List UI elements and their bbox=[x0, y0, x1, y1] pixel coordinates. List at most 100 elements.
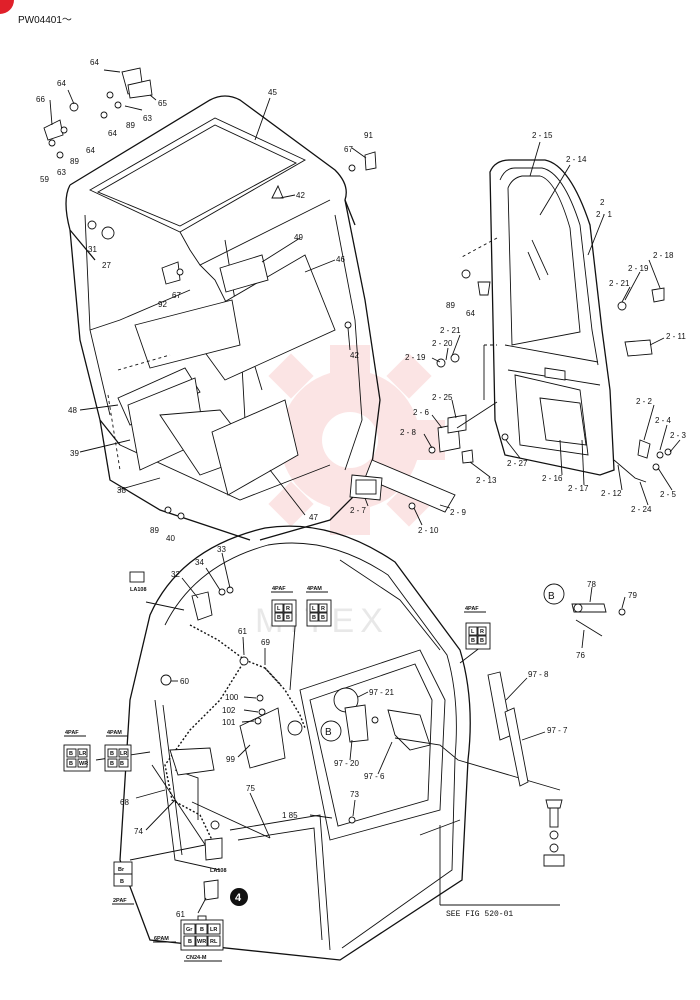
svg-text:B: B bbox=[110, 751, 114, 757]
svg-text:R: R bbox=[480, 629, 484, 635]
marker-b-circle bbox=[320, 720, 342, 742]
svg-text:R: R bbox=[286, 606, 290, 612]
callout-68: 68 bbox=[120, 798, 129, 807]
callout-2-20: 2 - 20 bbox=[432, 339, 453, 348]
panel-49 bbox=[219, 254, 269, 293]
callout-2: 2 bbox=[600, 198, 605, 207]
callout-75: 75 bbox=[246, 784, 255, 793]
svg-text:WR: WR bbox=[79, 761, 88, 767]
callout-64: 64 bbox=[108, 129, 117, 138]
svg-text:B: B bbox=[471, 638, 475, 644]
svg-text:Gr: Gr bbox=[186, 927, 193, 933]
connector-4pam-2: 4PAM B LR B B bbox=[104, 730, 132, 772]
callout-76: 76 bbox=[576, 651, 585, 660]
callout-185: 1 85 bbox=[282, 811, 298, 820]
callout-39: 39 bbox=[70, 449, 79, 458]
detail-b: B bbox=[543, 583, 626, 637]
panel-back bbox=[134, 299, 241, 369]
callout-2-12: 2 - 12 bbox=[601, 489, 622, 498]
callout-63: 63 bbox=[57, 168, 66, 177]
callout-89: 89 bbox=[70, 157, 79, 166]
callout-2-21: 2 - 21 bbox=[440, 326, 461, 335]
callout-97-6: 97 - 6 bbox=[364, 772, 385, 781]
callout-97-7: 97 - 7 bbox=[547, 726, 568, 735]
svg-text:4PAF: 4PAF bbox=[65, 730, 79, 736]
callout-79: 79 bbox=[628, 591, 637, 600]
callout-31: 31 bbox=[88, 245, 97, 254]
callout-97-8: 97 - 8 bbox=[528, 670, 549, 679]
svg-text:B: B bbox=[321, 615, 325, 621]
callout-46: 46 bbox=[336, 255, 345, 264]
connector-2paf: Br B 2PAF bbox=[112, 861, 134, 905]
bolt-stack bbox=[543, 799, 565, 867]
callout-2-4: 2 - 4 bbox=[655, 416, 672, 425]
svg-text:B: B bbox=[312, 615, 316, 621]
svg-text:B: B bbox=[286, 615, 290, 621]
svg-text:L: L bbox=[312, 606, 316, 612]
see-fig-note: SEE FIG 520-01 bbox=[446, 910, 513, 919]
callout-89: 89 bbox=[150, 526, 159, 535]
callout-63: 63 bbox=[143, 114, 152, 123]
callout-33: 33 bbox=[217, 545, 226, 554]
callout-2-2: 2 - 2 bbox=[636, 397, 653, 406]
callout-2-24: 2 - 24 bbox=[631, 505, 652, 514]
callout-2-8: 2 - 8 bbox=[400, 428, 417, 437]
callout-2-21: 2 - 21 bbox=[609, 279, 630, 288]
leaders-door bbox=[364, 141, 681, 526]
callout-2-18: 2 - 18 bbox=[653, 251, 674, 260]
callout-38: 38 bbox=[117, 486, 126, 495]
callout-64: 64 bbox=[466, 309, 475, 318]
svg-text:Br: Br bbox=[118, 867, 125, 873]
corner-mark-icon bbox=[0, 0, 14, 14]
callout-49: 49 bbox=[294, 233, 303, 242]
leaders-lower bbox=[95, 552, 626, 914]
svg-text:CN24-M: CN24-M bbox=[186, 955, 207, 961]
callout-48: 48 bbox=[68, 406, 77, 415]
door-hardware bbox=[349, 269, 672, 513]
callout-101: 101 bbox=[222, 718, 236, 727]
callout-97-20: 97 - 20 bbox=[334, 759, 359, 768]
svg-text:6PAM: 6PAM bbox=[154, 936, 169, 942]
callout-91: 91 bbox=[364, 131, 373, 140]
connector-4pam-1: 4PAM L R B B bbox=[306, 586, 332, 627]
callout-2-1: 2 - 1 bbox=[596, 210, 613, 219]
callout-2-15: 2 - 15 bbox=[532, 131, 553, 140]
callout-2-10: 2 - 10 bbox=[418, 526, 439, 535]
cab-frame bbox=[65, 95, 381, 541]
callout-99: 99 bbox=[226, 755, 235, 764]
connector-4paf-1: 4PAF L R B B bbox=[271, 586, 297, 627]
callout-66: 66 bbox=[36, 95, 45, 104]
callout-32: 32 bbox=[171, 570, 180, 579]
svg-text:LR: LR bbox=[79, 751, 86, 757]
callout-64: 64 bbox=[86, 146, 95, 155]
svg-text:LA108: LA108 bbox=[210, 868, 227, 874]
callout-2-5: 2 - 5 bbox=[660, 490, 677, 499]
callout-69: 69 bbox=[261, 638, 270, 647]
svg-text:L: L bbox=[277, 606, 281, 612]
callout-34: 34 bbox=[195, 558, 204, 567]
connector-4paf-2: 4PAF L R B B bbox=[464, 606, 491, 650]
svg-text:LR: LR bbox=[120, 751, 127, 757]
lower-cab-frame bbox=[119, 525, 471, 961]
callout-2-7: 2 - 7 bbox=[350, 506, 367, 515]
callout-2-13: 2 - 13 bbox=[476, 476, 497, 485]
callout-61: 61 bbox=[238, 627, 247, 636]
callout-74: 74 bbox=[134, 827, 143, 836]
svg-text:LR: LR bbox=[210, 927, 217, 933]
callout-100: 100 bbox=[225, 693, 239, 702]
panel-47 bbox=[211, 399, 299, 496]
svg-text:B: B bbox=[69, 761, 73, 767]
svg-text:WR: WR bbox=[197, 939, 206, 945]
svg-text:4PAM: 4PAM bbox=[307, 586, 322, 592]
callout-2-3: 2 - 3 bbox=[670, 431, 687, 440]
callout-45: 45 bbox=[268, 88, 277, 97]
svg-text:B: B bbox=[188, 939, 192, 945]
connector-4paf-3: 4PAF B LR B WR bbox=[63, 730, 91, 772]
callout-2-25: 2 - 25 bbox=[432, 393, 453, 402]
svg-text:B: B bbox=[120, 879, 124, 885]
callout-60: 60 bbox=[180, 677, 189, 686]
callout-64: 64 bbox=[90, 58, 99, 67]
wiper-blade-97-7 bbox=[504, 707, 529, 787]
svg-text:LA108: LA108 bbox=[130, 587, 147, 593]
